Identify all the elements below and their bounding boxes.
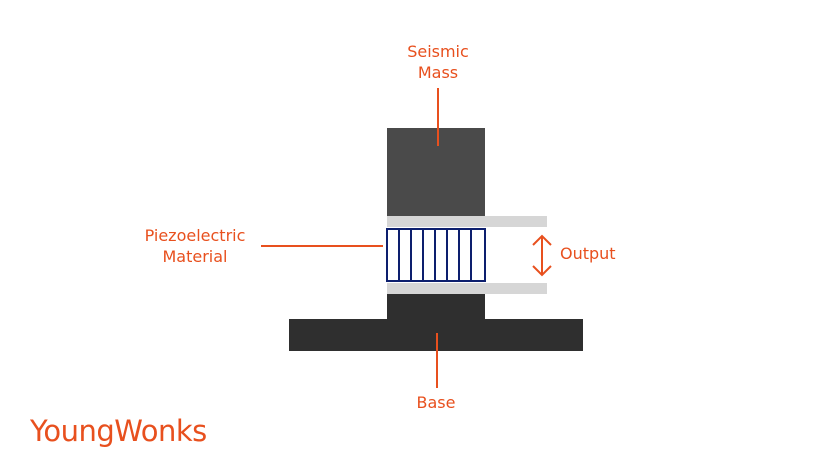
brand-logo: YoungWonks [30, 414, 207, 448]
top-electrode [387, 216, 547, 227]
seismic-mass-label-line2: Mass [417, 63, 459, 82]
base-label: Base [396, 392, 476, 413]
seismic-mass-label-line1: Seismic [407, 42, 469, 61]
piezo-label-line2: Material [162, 247, 228, 266]
piezoelectric-material-label: Piezoelectric Material [140, 225, 250, 267]
seismic-mass-label: Seismic Mass [398, 41, 478, 83]
piezo-label-line1: Piezoelectric [144, 226, 246, 245]
base-pedestal [387, 294, 485, 320]
output-label: Output [560, 243, 616, 264]
bottom-electrode [387, 283, 547, 294]
piezoelectric-element [386, 228, 486, 282]
output-arrow-icon [532, 234, 552, 277]
base-label-text: Base [416, 393, 456, 412]
output-label-text: Output [560, 244, 616, 263]
seismic-mass [387, 128, 485, 216]
